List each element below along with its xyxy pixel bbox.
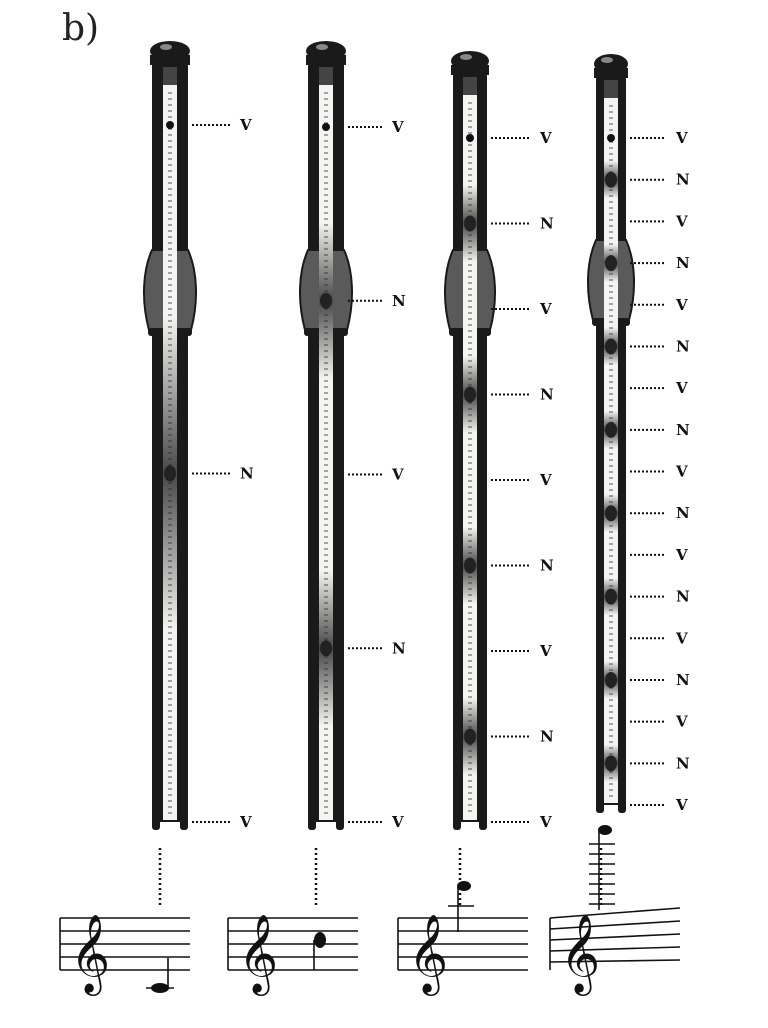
- antinode-label: V: [539, 300, 552, 318]
- note-head: [598, 825, 612, 835]
- node-label: N: [676, 504, 690, 522]
- antinode-label: V: [675, 546, 688, 564]
- music-staff: 𝄞: [549, 825, 681, 996]
- node-label: N: [540, 386, 554, 404]
- pipe-cap-highlight: [460, 54, 472, 60]
- pipe-2: V N V N V 𝄞: [227, 41, 406, 996]
- panel-label: b): [62, 8, 100, 49]
- music-staff: 𝄞: [59, 914, 190, 996]
- antinode-label: V: [675, 212, 688, 230]
- antinode-label: V: [539, 471, 552, 489]
- antinode-label: V: [539, 129, 552, 147]
- note-head: [457, 881, 471, 891]
- staff-line: [549, 920, 681, 930]
- treble-clef-icon: 𝄞: [408, 914, 448, 996]
- staff-line: [549, 933, 681, 941]
- antinode-label: V: [675, 463, 688, 481]
- antinode-label: V: [239, 116, 252, 134]
- pipe-foot-right: [180, 816, 188, 830]
- node-label: N: [676, 754, 690, 772]
- node-label: N: [540, 557, 554, 575]
- node-center-mark: [605, 338, 617, 355]
- staff-line: [549, 946, 681, 952]
- pipe-foot-left: [453, 816, 461, 830]
- node-label: N: [676, 171, 690, 189]
- antinode-label: V: [539, 642, 552, 660]
- node-label: N: [676, 254, 690, 272]
- antinode-label: V: [539, 813, 552, 831]
- antinode-label: V: [675, 713, 688, 731]
- node-label: N: [540, 728, 554, 746]
- pipe-cap-highlight: [316, 44, 328, 50]
- pipe-collar: [594, 68, 628, 78]
- pipe-collar: [150, 55, 190, 65]
- antinode-label: V: [675, 379, 688, 397]
- node-label: N: [676, 671, 690, 689]
- antinode-top-mark: [607, 134, 615, 142]
- pipe-top-dark: [463, 77, 477, 95]
- pipe-4: V N V N V N V N V N V N V N V N V 𝄞: [549, 54, 690, 996]
- pipe-cap-highlight: [601, 57, 613, 63]
- node-center-mark: [464, 557, 476, 574]
- node-center-mark: [464, 386, 476, 403]
- treble-clef-icon: 𝄞: [238, 914, 278, 996]
- node-center-mark: [605, 421, 617, 438]
- node-label: N: [676, 421, 690, 439]
- antinode-label: V: [675, 796, 688, 814]
- treble-clef-icon: 𝄞: [70, 914, 110, 996]
- pipe-foot-right: [479, 816, 487, 830]
- antinode-label: V: [391, 466, 404, 484]
- staff-line: [549, 959, 681, 963]
- antinode-label: V: [675, 129, 688, 147]
- node-center-mark: [605, 588, 617, 605]
- music-staff: 𝄞: [397, 881, 528, 996]
- node-center-mark: [605, 671, 617, 688]
- treble-clef-icon: 𝄞: [560, 914, 600, 996]
- pipe-3: V N V N V N V N V 𝄞: [397, 51, 554, 996]
- antinode-top-mark: [466, 134, 474, 142]
- pipe-foot-right: [618, 799, 626, 813]
- pipe-foot-left: [596, 799, 604, 813]
- node-label: N: [392, 292, 406, 310]
- node-label: N: [392, 639, 406, 657]
- pipe-foot-left: [152, 816, 160, 830]
- pipe-foot-right: [336, 816, 344, 830]
- node-center-mark: [320, 640, 332, 657]
- node-center-mark: [464, 215, 476, 232]
- antinode-top-mark: [322, 123, 330, 131]
- pipe-1: V N V 𝄞: [59, 41, 254, 996]
- node-center-mark: [605, 171, 617, 188]
- node-center-mark: [164, 465, 176, 482]
- antinode-label: V: [675, 296, 688, 314]
- pipe-top-dark: [319, 67, 333, 85]
- antinode-top-mark: [166, 121, 174, 129]
- note-head: [151, 983, 169, 993]
- node-center-mark: [605, 755, 617, 772]
- antinode-label: V: [391, 118, 404, 136]
- node-label: N: [240, 465, 254, 483]
- node-center-mark: [605, 505, 617, 522]
- pipe-top-dark: [604, 80, 618, 98]
- pipe-collar: [451, 65, 489, 75]
- node-label: N: [676, 588, 690, 606]
- antinode-label: V: [239, 813, 252, 831]
- staff-line: [549, 907, 681, 919]
- pipe-foot-left: [308, 816, 316, 830]
- music-staff: 𝄞: [227, 914, 358, 996]
- pipe-top-dark: [163, 67, 177, 85]
- note-head: [314, 932, 326, 948]
- pipe-collar: [306, 55, 346, 65]
- pipe-cap-highlight: [160, 44, 172, 50]
- node-label: N: [676, 337, 690, 355]
- node-label: N: [540, 215, 554, 233]
- node-center-mark: [320, 292, 332, 309]
- antinode-label: V: [675, 629, 688, 647]
- node-center-mark: [464, 728, 476, 745]
- node-center-mark: [605, 255, 617, 272]
- antinode-label: V: [391, 813, 404, 831]
